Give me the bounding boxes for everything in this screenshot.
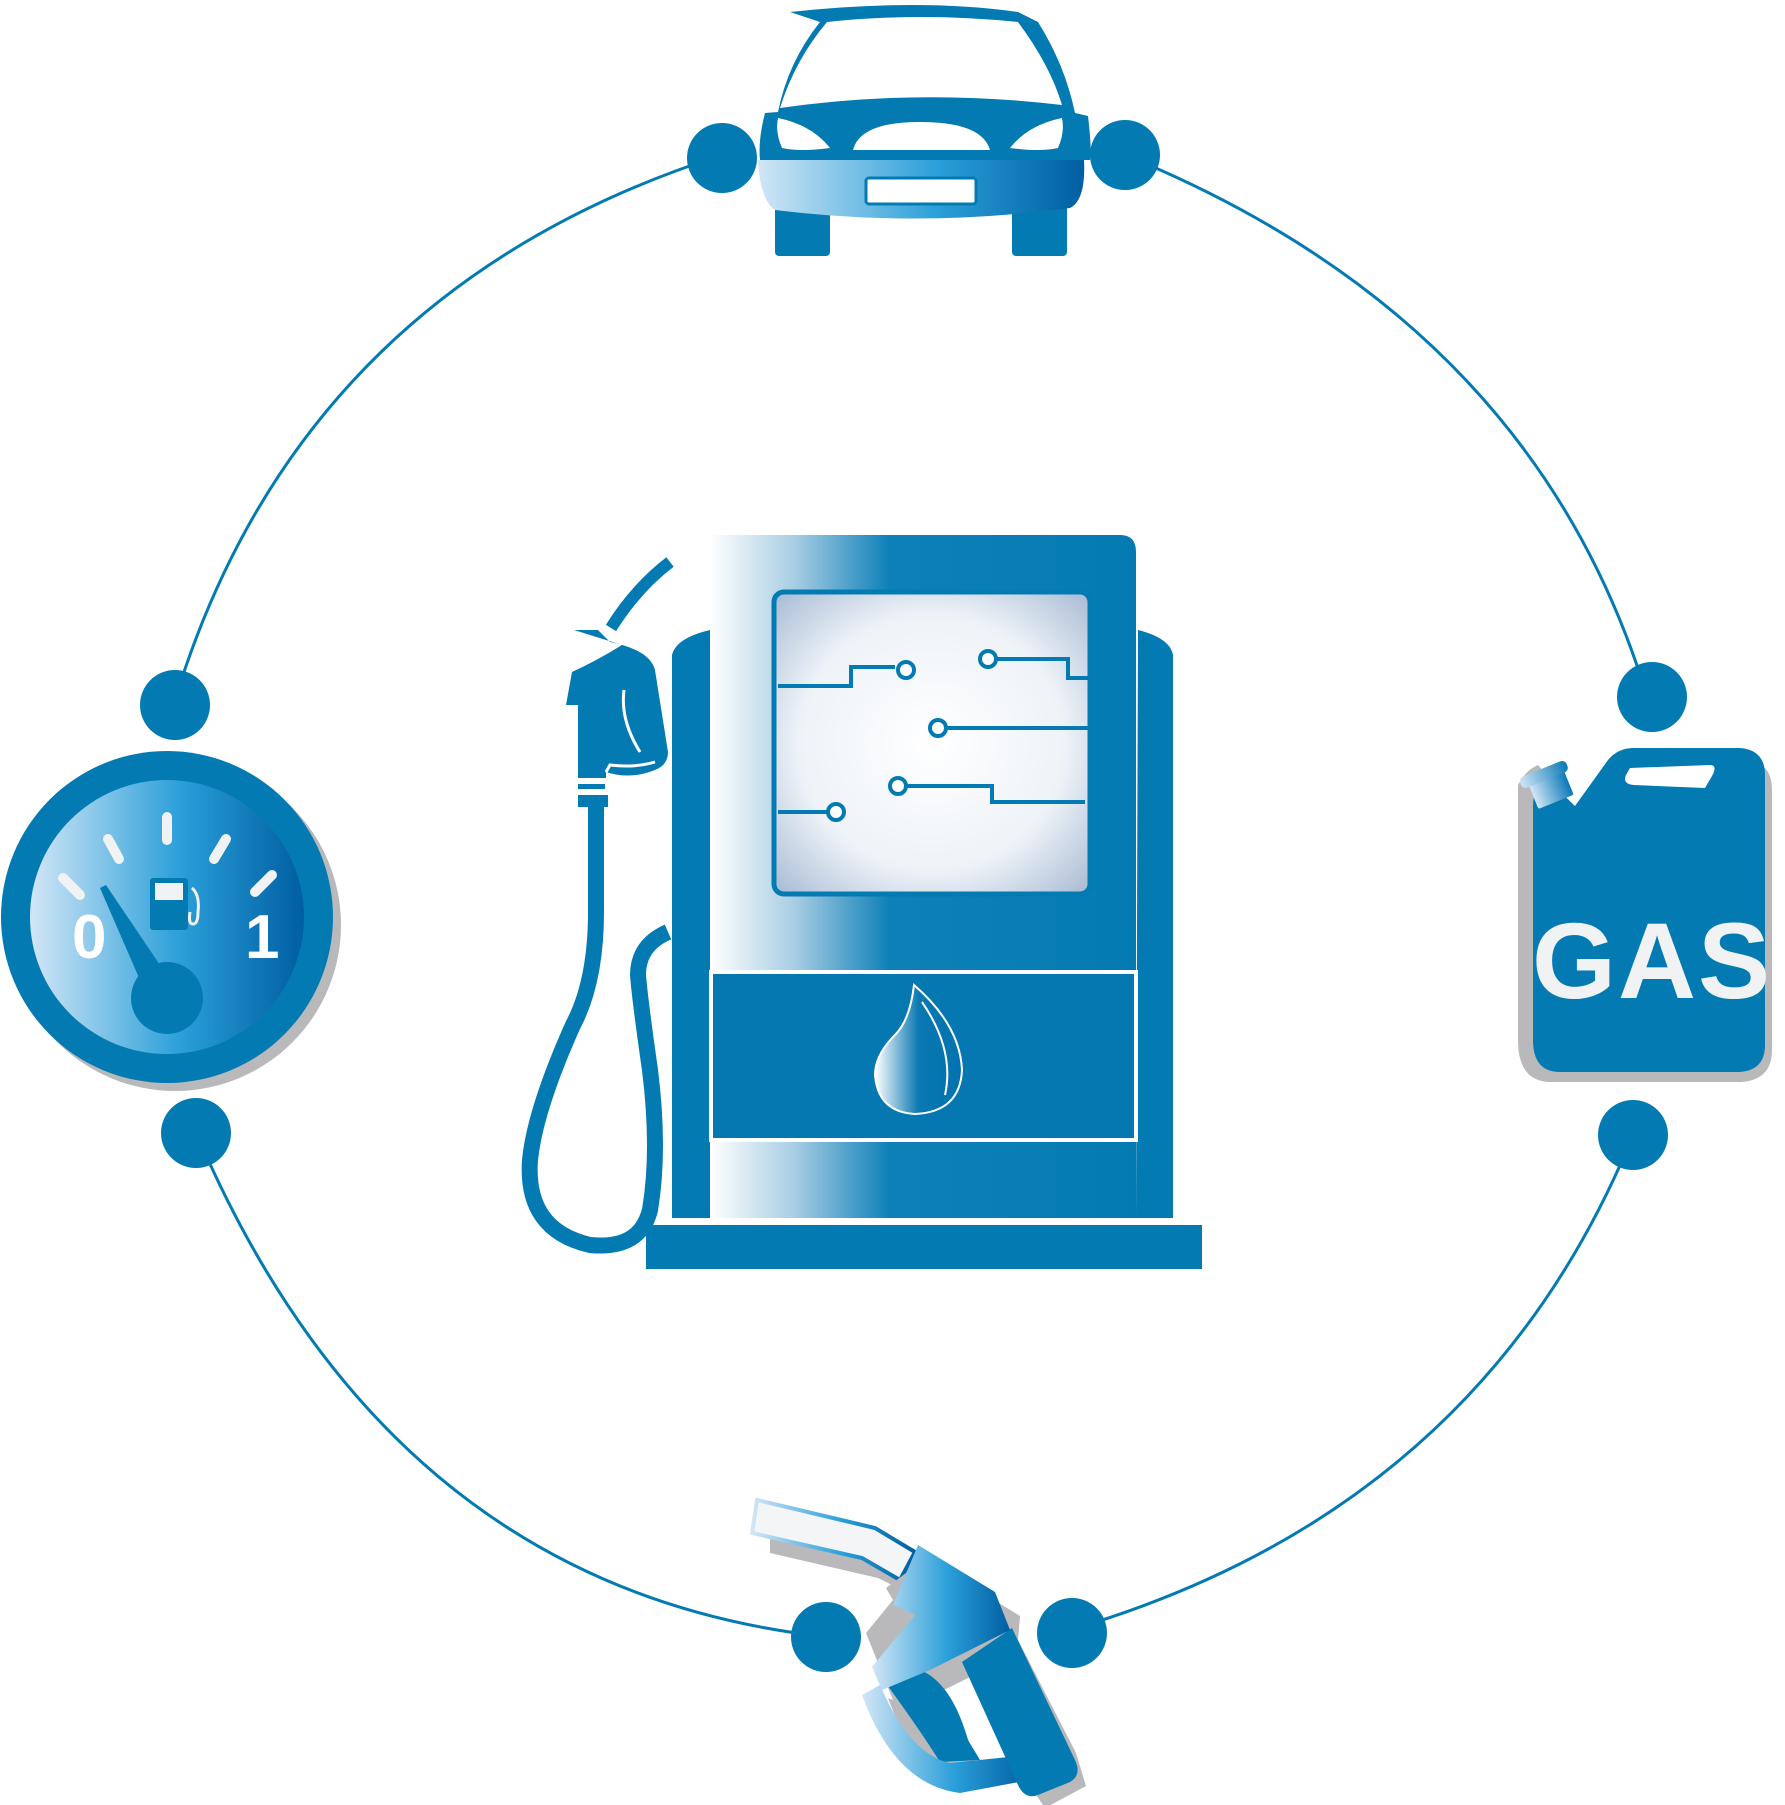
jerrycan-icon: GAS bbox=[1518, 748, 1772, 1082]
gauge-max-label: 1 bbox=[245, 903, 279, 972]
arc-top-right bbox=[1124, 153, 1647, 691]
joint-dot bbox=[140, 670, 210, 740]
pump-screen bbox=[771, 589, 1093, 897]
fuel-nozzle-icon bbox=[749, 1497, 1086, 1805]
arc-right-bottom bbox=[1069, 1134, 1635, 1632]
fuel-gauge-icon: 0 1 bbox=[1, 751, 341, 1091]
car-icon bbox=[758, 5, 1091, 256]
joint-dot bbox=[1617, 662, 1687, 732]
gas-label: GAS bbox=[1532, 900, 1772, 1021]
cycle-ring bbox=[173, 153, 1647, 1639]
arc-left-bottom bbox=[193, 1129, 829, 1639]
circuit-lines bbox=[778, 649, 1088, 822]
joint-dot bbox=[161, 1098, 231, 1168]
joint-dot bbox=[1598, 1100, 1668, 1170]
pump-nozzle bbox=[566, 630, 668, 778]
arc-top bbox=[173, 153, 723, 701]
fuel-drop-icon bbox=[873, 982, 964, 1116]
joint-dot bbox=[1037, 1598, 1107, 1668]
fuel-pump-station bbox=[521, 535, 1202, 1269]
pump-hose bbox=[521, 805, 672, 1254]
gauge-min-label: 0 bbox=[72, 903, 106, 972]
joint-dot bbox=[687, 123, 757, 193]
joint-dot bbox=[791, 1602, 861, 1672]
joint-dots bbox=[140, 120, 1687, 1672]
pump-base bbox=[646, 1225, 1202, 1269]
joint-dot bbox=[1090, 120, 1160, 190]
